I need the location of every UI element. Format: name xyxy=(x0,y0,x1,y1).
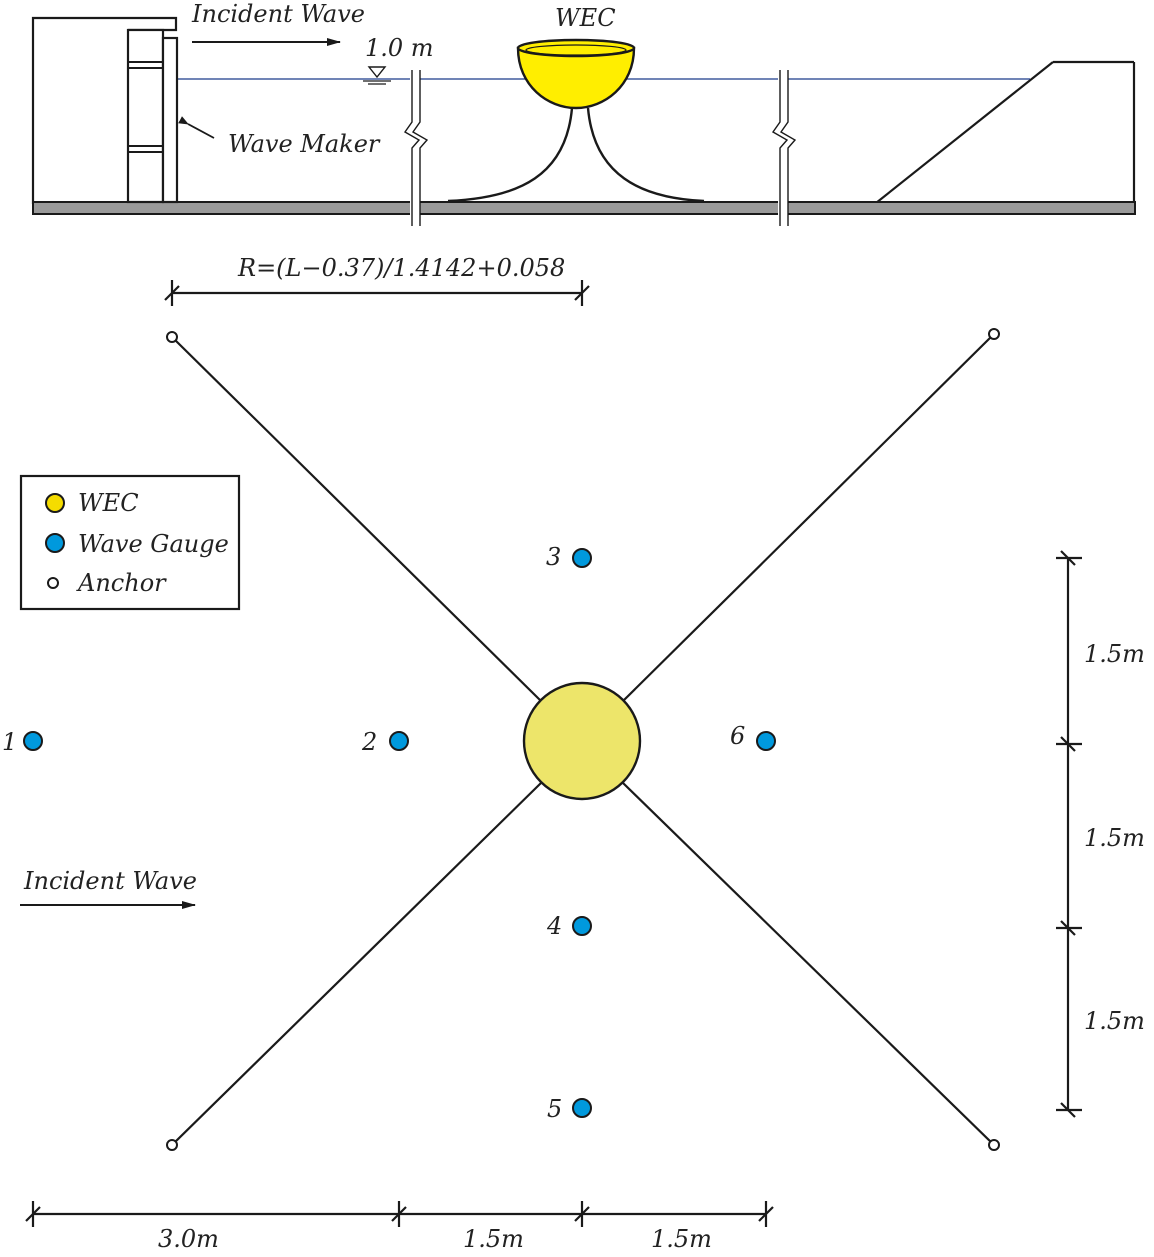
horizontal-dim-2: 1.5m xyxy=(463,1225,524,1253)
top-view: R=(L−0.37)/1.4142+0.058 1 2 3 4 5 6 xyxy=(2,254,1145,1253)
horizontal-dimension xyxy=(25,1201,774,1227)
radius-dimension xyxy=(164,280,590,306)
legend-anchor-label: Anchor xyxy=(76,569,167,597)
vertical-dimension xyxy=(1056,550,1082,1118)
water-level-symbol xyxy=(363,66,391,85)
side-incident-wave-label: Incident Wave xyxy=(191,0,365,28)
legend-wec-label: WEC xyxy=(78,489,139,517)
break-mark-left xyxy=(403,68,429,228)
gauge-label-6: 6 xyxy=(730,722,745,750)
break-mark-right xyxy=(771,68,797,228)
depth-label: 1.0 m xyxy=(365,34,434,62)
side-wec-buoy xyxy=(516,38,636,110)
vertical-dim-2: 1.5m xyxy=(1084,824,1145,852)
seabed xyxy=(32,201,1136,215)
horizontal-dim-3: 1.5m xyxy=(651,1225,712,1253)
beach-slope xyxy=(875,61,1054,204)
radius-formula-label: R=(L−0.37)/1.4142+0.058 xyxy=(237,254,565,282)
anchor-top-right xyxy=(988,328,1000,340)
horizontal-dim-1: 3.0m xyxy=(158,1225,219,1253)
vertical-dim-3: 1.5m xyxy=(1084,1007,1145,1035)
gauge-label-4: 4 xyxy=(546,912,562,940)
gauge-label-2: 2 xyxy=(361,728,377,756)
wave-gauge-3 xyxy=(572,548,592,568)
legend: WEC Wave Gauge Anchor xyxy=(19,474,241,611)
side-view: Incident Wave Wave Maker 1.0 m xyxy=(31,0,1136,228)
side-wec-label: WEC xyxy=(555,4,616,32)
top-incident-wave-label: Incident Wave xyxy=(23,867,197,895)
legend-anchor-icon xyxy=(47,577,59,589)
wave-gauge-2 xyxy=(389,731,409,751)
legend-wec-icon xyxy=(45,493,65,513)
gauge-label-5: 5 xyxy=(547,1095,562,1123)
vertical-dim-1: 1.5m xyxy=(1084,640,1145,668)
legend-gauge-icon xyxy=(45,533,65,553)
wave-gauge-1 xyxy=(23,731,43,751)
side-mooring-right xyxy=(586,107,705,203)
top-mooring-lines xyxy=(171,333,995,1146)
top-wec-buoy xyxy=(522,681,642,801)
side-mooring-left xyxy=(447,107,574,203)
legend-gauge-label: Wave Gauge xyxy=(78,530,229,558)
gauge-label-1: 1 xyxy=(2,728,17,756)
wave-gauge-4 xyxy=(572,916,592,936)
anchor-bottom-right xyxy=(988,1139,1000,1151)
wave-maker-pointer xyxy=(178,116,215,139)
wave-maker-label: Wave Maker xyxy=(228,130,381,158)
anchor-bottom-left xyxy=(166,1139,178,1151)
wave-gauge-6 xyxy=(756,731,776,751)
anchor-top-left xyxy=(166,331,178,343)
wave-maker xyxy=(126,28,179,204)
gauge-label-3: 3 xyxy=(546,543,561,571)
wave-gauge-5 xyxy=(572,1098,592,1118)
